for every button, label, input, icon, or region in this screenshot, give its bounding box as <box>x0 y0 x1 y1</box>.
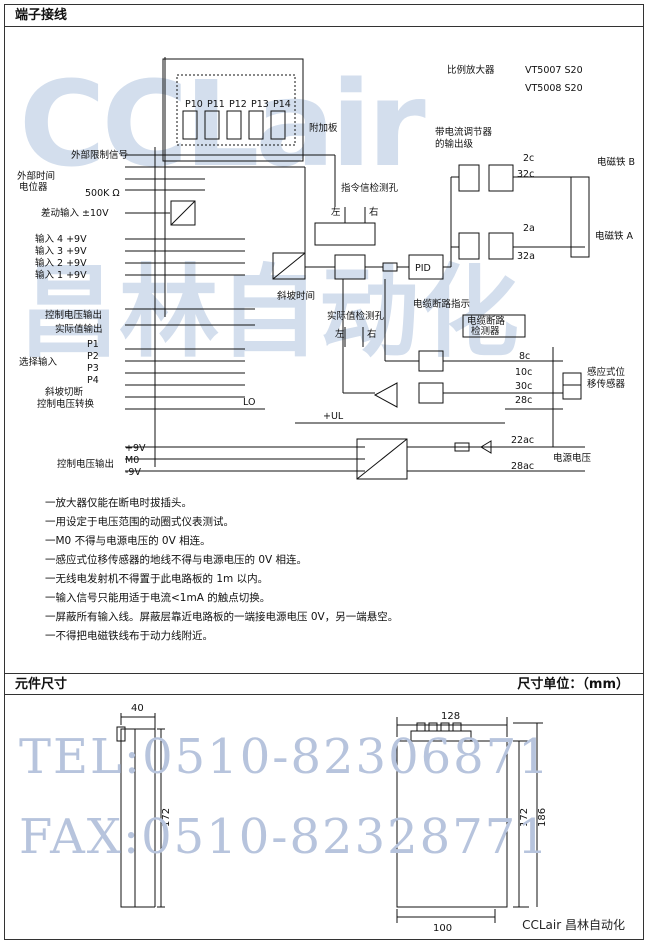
select-p3-label: P3 <box>87 363 99 374</box>
datasheet-page: 端子接线 CCLair 昌林自动化 <box>4 4 644 940</box>
terminal-2a: 2a <box>523 223 535 234</box>
cmd-probe-right: 右 <box>369 206 379 218</box>
watermark-tel: TEL:0510-82306871 <box>19 729 551 785</box>
pot-p11: P11 <box>207 99 225 110</box>
lo-label: LO <box>243 397 255 408</box>
solenoid-a-label: 电磁铁 A <box>595 230 634 242</box>
note-1: 一放大器仅能在断电时拔插头。 <box>45 497 192 509</box>
cmd-probe-left: 左 <box>331 206 341 218</box>
section-header-dimensions: 元件尺寸 尺寸单位：（mm） <box>5 673 643 695</box>
ctrl-v-out-label: 控制电压输出 <box>45 309 102 321</box>
actual-probe-right: 右 <box>367 328 377 340</box>
terminal-30c: 30c <box>515 381 532 392</box>
watermark-logo: CCLair <box>19 55 426 193</box>
input-1-label: 输入 1 +9V <box>35 269 87 281</box>
brand-footer: CCLair 昌林自动化 <box>522 918 625 932</box>
model-label: 比例放大器 <box>447 64 495 76</box>
dim-front-bottom: 100 <box>433 923 452 934</box>
current-reg-label-1: 带电流调节器 <box>435 126 493 138</box>
note-2: 一用设定于电压范围的动圈式仪表测试。 <box>45 516 234 528</box>
broken-det-label-2: 检测器 <box>471 325 500 337</box>
section-title-dimensions: 元件尺寸 <box>15 677 68 692</box>
dim-front-height-outer: 186 <box>537 808 548 827</box>
wiring-diagram: 比例放大器 VT5007 S20 VT5008 S20 附加板 外部限制信号 外… <box>17 57 635 480</box>
current-reg-label-2: 的输出级 <box>435 138 474 150</box>
select-p4-label: P4 <box>87 375 99 386</box>
cmd-probe-label: 指令信检测孔 <box>341 182 399 194</box>
input-4-label: 输入 4 +9V <box>35 233 87 245</box>
pot-p10: P10 <box>185 99 203 110</box>
select-p2-label: P2 <box>87 351 99 362</box>
watermark-fax: FAX:0510-82328771 <box>19 809 550 865</box>
ctrl-supply-label: 控制电压输出 <box>57 458 114 470</box>
actual-out-label: 实际值输出 <box>55 323 103 335</box>
addon-board-label: 附加板 <box>309 122 338 134</box>
ramp-time-label: 斜坡时间 <box>277 290 315 302</box>
actual-probe-left: 左 <box>335 328 345 340</box>
terminal-28c: 28c <box>515 395 532 406</box>
terminal-22ac: 22ac <box>511 435 534 446</box>
model-2: VT5008 S20 <box>525 83 583 94</box>
note-7: 一屏蔽所有输入线。屏蔽层靠近电路板的一端接电源电压 0V，另一端悬空。 <box>45 611 399 623</box>
sensor-label-1: 感应式位 <box>587 366 626 378</box>
terminal-8c: 8c <box>519 351 530 362</box>
model-1: VT5007 S20 <box>525 65 583 76</box>
broken-wire-label: 电缆断路指示 <box>413 298 470 310</box>
pot-p12: P12 <box>229 99 247 110</box>
dimension-drawing: 40 172 128 172 186 100 <box>116 703 548 934</box>
select-p1-label: P1 <box>87 339 99 350</box>
section-title-wiring: 端子接线 <box>15 8 68 23</box>
terminal-32a: 32a <box>517 251 535 262</box>
input-2-label: 输入 2 +9V <box>35 257 87 269</box>
ramp-cut-label: 斜坡切断 <box>45 386 84 398</box>
note-6: 一输入信号只能用适于电流<1mA 的触点切换。 <box>45 592 271 604</box>
note-4: 一感应式位移传感器的地线不得与电源电压的 0V 相连。 <box>45 554 308 566</box>
plus-ul-label: +UL <box>323 411 344 422</box>
terminal-2c: 2c <box>523 153 534 164</box>
sensor-label-2: 移传感器 <box>587 378 626 390</box>
diff-input-label: 差动输入 ±10V <box>41 207 109 219</box>
solenoid-b-label: 电磁铁 B <box>597 156 635 168</box>
terminal-32c: 32c <box>517 169 534 180</box>
supply-minus-label: -9V <box>125 467 141 478</box>
supply-plus-label: +9V <box>125 443 146 454</box>
terminal-10c: 10c <box>515 367 532 378</box>
actual-probe-label: 实际值检测孔 <box>327 310 385 322</box>
dim-side-width: 40 <box>131 703 144 714</box>
terminal-28ac: 28ac <box>511 461 534 472</box>
note-3: 一M0 不得与电源电压的 0V 相连。 <box>45 535 211 547</box>
unit-label: 尺寸单位：（mm） <box>517 677 629 692</box>
ext-limit-label: 外部限制信号 <box>71 149 128 161</box>
pot-p13: P13 <box>251 99 269 110</box>
supply-m0-label: M0 <box>125 455 139 466</box>
input-3-label: 输入 3 +9V <box>35 245 87 257</box>
select-input-label: 选择输入 <box>19 356 58 368</box>
dim-front-width: 128 <box>441 711 460 722</box>
pid-label: PID <box>415 263 431 274</box>
pot-label: 500K Ω <box>85 188 120 199</box>
note-5: 一无线电发射机不得置于此电路板的 1m 以内。 <box>45 573 269 585</box>
ext-time-label-2: 电位器 <box>19 181 48 193</box>
ext-time-label-1: 外部时间 <box>17 170 55 182</box>
broken-det-label-1: 电缆断路 <box>467 315 506 327</box>
pot-p14: P14 <box>273 99 291 110</box>
power-label: 电源电压 <box>553 452 592 464</box>
note-8: 一不得把电磁铁线布于动力线附近。 <box>45 630 213 642</box>
ctrl-conv-label: 控制电压转换 <box>37 398 95 410</box>
dim-front-height-inner: 172 <box>519 808 530 827</box>
dim-side-height: 172 <box>161 808 172 827</box>
section-header-wiring: 端子接线 <box>5 5 643 27</box>
